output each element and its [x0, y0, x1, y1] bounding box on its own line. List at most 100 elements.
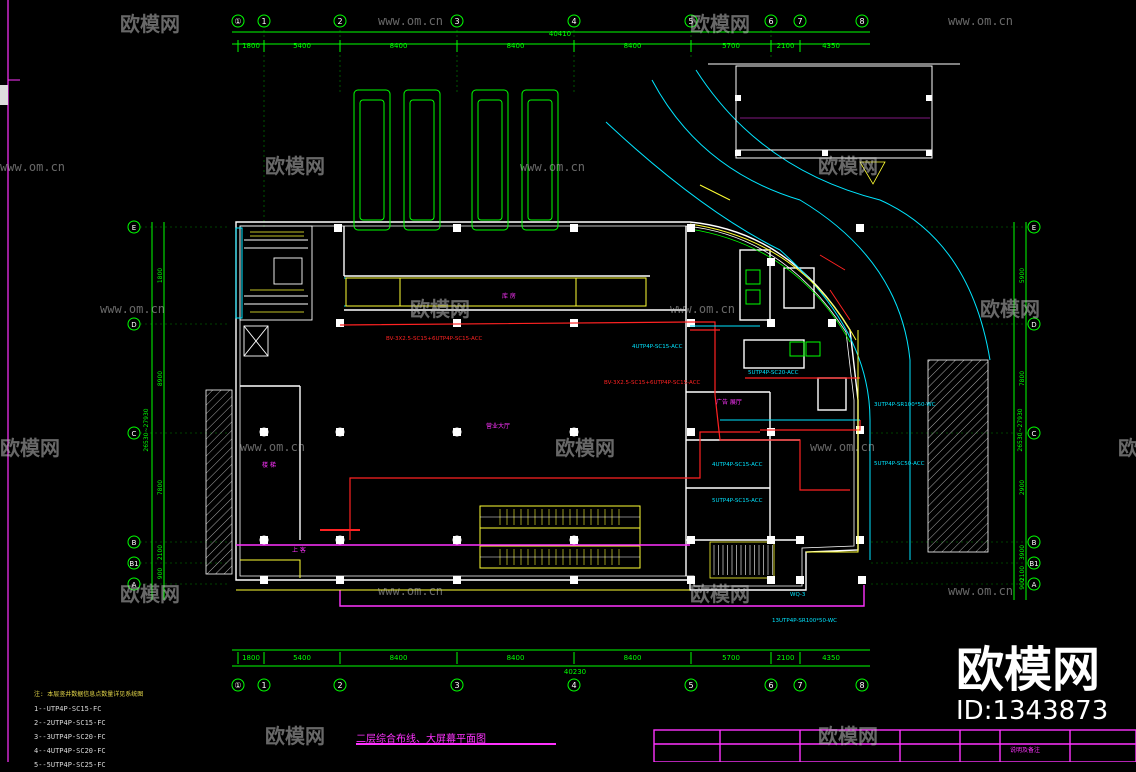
- parking-bay-inner: [477, 99, 503, 221]
- watermark-brand: 欧模网: [265, 724, 325, 748]
- axis-bubble: [450, 678, 464, 692]
- cable-label-4: 5UTP4P-SC20-ACC: [748, 370, 799, 376]
- axis-bubble: [257, 14, 271, 28]
- dim-value: 900: [157, 568, 164, 580]
- cable-label-10: WQ-3: [790, 592, 806, 598]
- round-column: [259, 535, 269, 545]
- brand-logo-text: 欧模网: [956, 642, 1101, 698]
- column: [687, 319, 695, 327]
- note-item: 1--UTP4P-SC15-FC: [34, 705, 102, 713]
- column: [767, 536, 775, 544]
- dim-value: 5400: [293, 42, 311, 50]
- watermark-brand: 欧模网: [555, 436, 615, 460]
- column: [453, 576, 461, 584]
- column: [453, 319, 461, 327]
- axis-label: A: [132, 581, 137, 589]
- axis-label: D: [1031, 321, 1036, 329]
- dim-left-total: 26530~27930: [143, 408, 150, 451]
- parking-bay-inner: [409, 99, 435, 221]
- cyan-cable-runs: [690, 325, 860, 421]
- pavilion: [708, 63, 960, 159]
- round-column: [259, 427, 269, 437]
- yellow-misc: [240, 330, 859, 578]
- axis-label: 5: [688, 17, 693, 26]
- dim-value: 1800: [157, 268, 164, 283]
- dim-value: 8400: [624, 654, 642, 662]
- watermark-brand: 欧模网: [980, 297, 1040, 321]
- dimension-right: [1013, 222, 1027, 600]
- watermark-url: www.om.cn: [520, 160, 586, 174]
- dim-total-bottom: 40230: [564, 668, 586, 676]
- dim-value: 5900: [1019, 268, 1026, 283]
- watermark-url: www.om.cn: [948, 14, 1014, 28]
- watermark-brand: 欧模网: [818, 154, 878, 178]
- note-item: 4--4UTP4P-SC20-FC: [34, 747, 106, 755]
- column: [687, 576, 695, 584]
- column: [336, 576, 344, 584]
- column: [856, 536, 864, 544]
- watermark-brand: 欧模网: [265, 154, 325, 178]
- dim-value: 7800: [157, 480, 164, 495]
- axis-bubble: [855, 14, 869, 28]
- cable-label-2: 4UTP4P-SC15-ACC: [632, 344, 683, 350]
- axis-label: 8: [859, 17, 864, 26]
- dim-value: 2100: [1019, 566, 1026, 581]
- drawing-title: 二层综合布线、大屏幕平面图: [356, 734, 486, 745]
- round-column: [569, 427, 579, 437]
- cable-label-1: BV-3X2.5-SC15+6UTP4P-SC15-ACC: [386, 336, 483, 342]
- axis-label: ①: [234, 17, 241, 26]
- axis-label: ①: [234, 681, 241, 690]
- counter-yellow: [345, 277, 647, 307]
- dim-value: 8400: [390, 42, 408, 50]
- axis-bubble: [450, 14, 464, 28]
- axis-bubble: [764, 678, 778, 692]
- axis-label: 8: [859, 681, 864, 690]
- dim-value: 4350: [822, 42, 840, 50]
- structural-columns: [259, 224, 866, 584]
- axis-label: E: [1032, 224, 1036, 232]
- axis-label: 6: [768, 681, 773, 690]
- dimension-left: [151, 222, 165, 600]
- axis-label: 7: [797, 17, 802, 26]
- column: [453, 224, 461, 232]
- column: [767, 319, 775, 327]
- axis-label: B: [1032, 539, 1037, 547]
- axis-bubble: [333, 678, 347, 692]
- axis-label: 4: [571, 681, 576, 690]
- dim-value: 2100: [157, 545, 164, 560]
- axis-label: 1: [261, 681, 266, 690]
- axis-label: B1: [129, 560, 138, 568]
- note-item: 5--5UTP4P-SC25-FC: [34, 761, 106, 769]
- column: [570, 224, 578, 232]
- dim-value: 8400: [624, 42, 642, 50]
- watermark-url: www.om.cn: [0, 160, 66, 174]
- room-label-entry: 上 客: [292, 546, 306, 554]
- axis-label: B: [132, 539, 137, 547]
- notes-heading: 注: 本层竖井数据信息点数量详见系统图: [34, 691, 144, 698]
- watermark-brand: 欧模网: [690, 582, 750, 606]
- parking-bay-inner: [527, 99, 553, 221]
- round-column: [335, 427, 345, 437]
- axis-label: 2: [337, 17, 342, 26]
- axis-bubble: [764, 14, 778, 28]
- parking-bay: [403, 89, 441, 231]
- dim-value: 1800: [242, 42, 260, 50]
- watermark-brand: 欧模网: [690, 12, 750, 36]
- axis-label: C: [1032, 430, 1037, 438]
- hatch-right: [927, 359, 989, 553]
- cable-notes: 注: 本层竖井数据信息点数量详见系统图 1--UTP4P-SC15-FC 2--…: [34, 688, 143, 772]
- dim-value: 4350: [822, 654, 840, 662]
- magenta-lines: [236, 544, 1136, 763]
- axis-label: B1: [1029, 560, 1038, 568]
- cable-label-7: 4UTP4P-SC15-ACC: [712, 462, 763, 468]
- axis-bubble: [567, 678, 581, 692]
- dim-value: 2100: [777, 654, 795, 662]
- building-walls: [235, 221, 859, 591]
- column: [334, 224, 342, 232]
- dim-value: 8400: [507, 42, 525, 50]
- column: [260, 576, 268, 584]
- watermark-url: www.om.cn: [810, 440, 876, 454]
